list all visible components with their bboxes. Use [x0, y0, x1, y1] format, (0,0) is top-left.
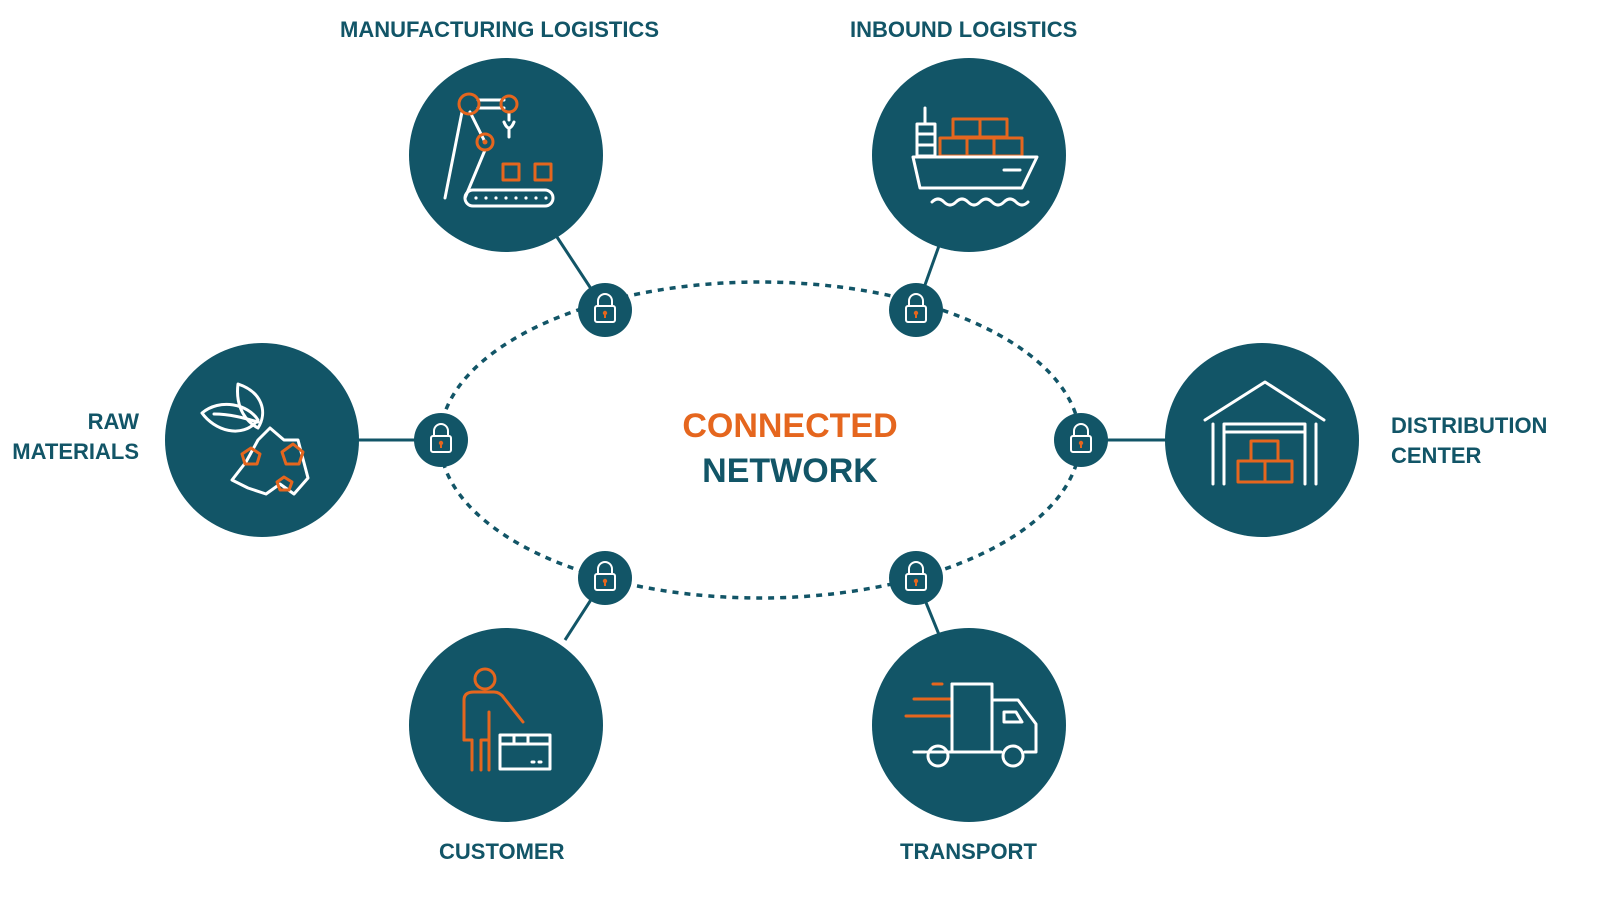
label-inbound-logistics: INBOUND LOGISTICS [850, 17, 1078, 42]
center-title-line2: NETWORK [702, 452, 878, 490]
label-raw-materials-line2: MATERIALS [12, 439, 139, 464]
label-transport: TRANSPORT [900, 839, 1037, 864]
node-transport [872, 628, 1066, 822]
robotic-arm-conveyor-icon [443, 92, 555, 208]
node-distribution [1165, 343, 1359, 537]
node-customer [409, 628, 603, 822]
label-manufacturing-logistics: MANUFACTURING LOGISTICS [340, 17, 659, 42]
center-title-line1: CONNECTED [682, 407, 898, 445]
person-with-box-icon [462, 667, 552, 772]
lock-node-customer [578, 551, 632, 605]
center-title: CONNECTED NETWORK [600, 404, 980, 494]
label-distribution-center: DISTRIBUTION CENTER [1391, 411, 1547, 471]
label-raw-materials-line1: RAW [87, 409, 139, 434]
node-manufacturing [409, 58, 603, 252]
node-raw-materials [165, 343, 359, 537]
lock-node-distribution [1054, 413, 1108, 467]
warehouse-icon [1203, 380, 1326, 486]
label-raw-materials: RAW MATERIALS [10, 407, 139, 467]
leaves-and-minerals-icon [200, 382, 310, 496]
lock-node-manufacturing [578, 283, 632, 337]
cargo-ship-icon [911, 106, 1039, 207]
label-distribution-center-line1: DISTRIBUTION [1391, 413, 1548, 438]
lock-node-raw-materials [414, 413, 468, 467]
label-distribution-center-line2: CENTER [1391, 443, 1482, 468]
lock-node-inbound [889, 283, 943, 337]
lock-node-transport [889, 551, 943, 605]
node-inbound [872, 58, 1066, 252]
label-customer: CUSTOMER [439, 839, 565, 864]
delivery-truck-icon [904, 682, 1038, 768]
